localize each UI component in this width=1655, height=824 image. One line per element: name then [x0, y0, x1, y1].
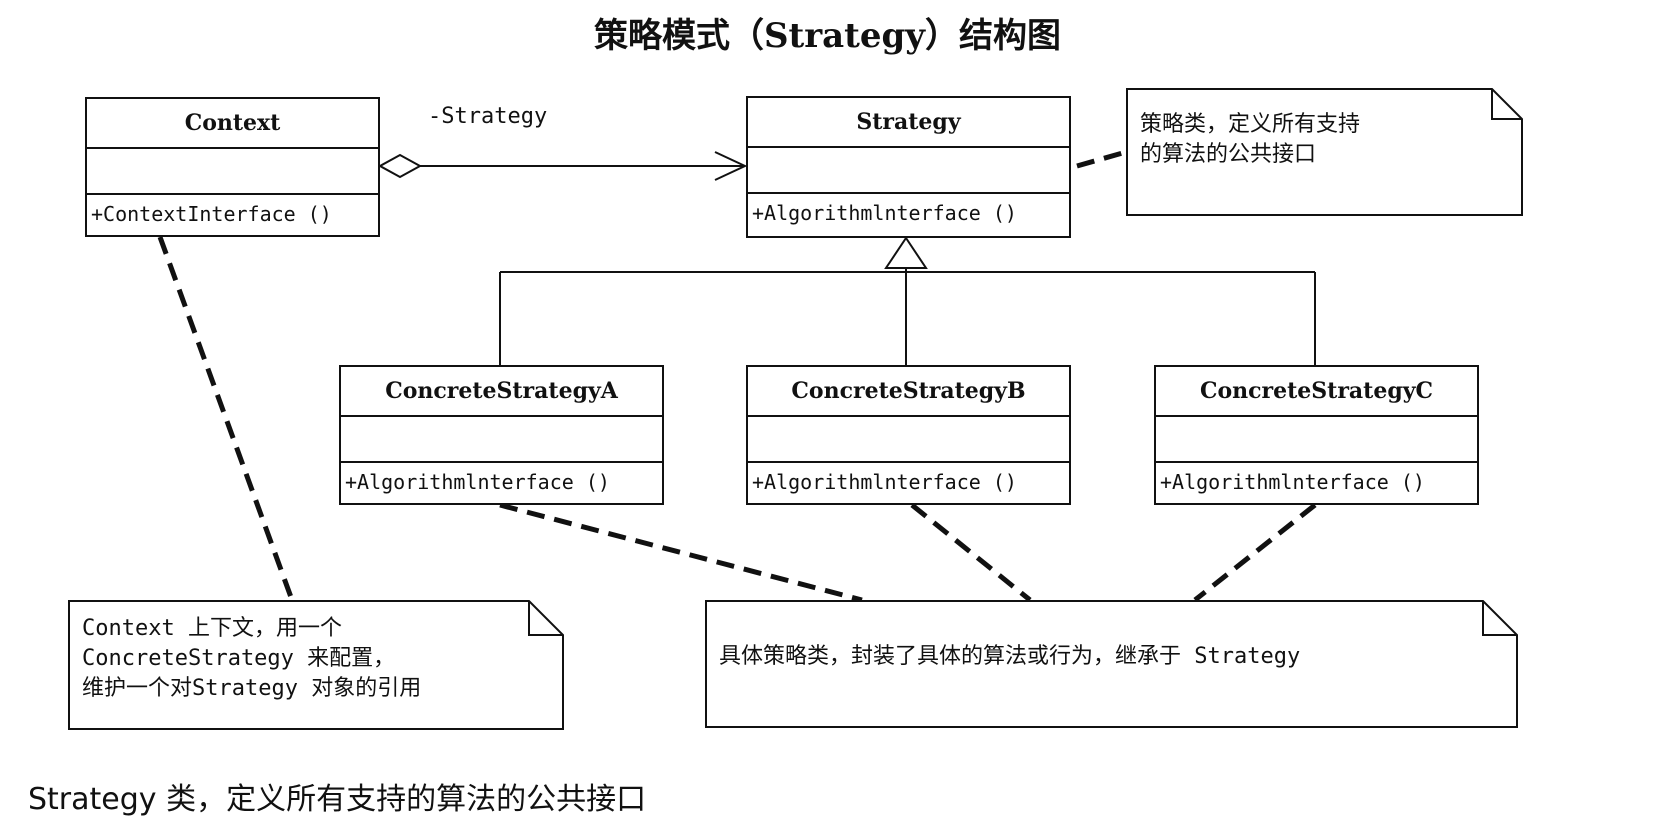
note-frame [705, 600, 1518, 728]
class-operation: +Algorithmlnterface () [345, 470, 610, 494]
inheritance-triangle-icon [884, 236, 928, 269]
class-operation: +Algorithmlnterface () [752, 201, 1017, 225]
class-name: ConcreteStrategyA [341, 367, 662, 417]
class-name: ConcreteStrategyB [748, 367, 1069, 417]
note-line: Context 上下文，用一个 [82, 616, 342, 641]
note-frame [68, 600, 564, 730]
aggregation-diamond-icon [377, 153, 423, 179]
class-concrete-strategy-c: ConcreteStrategyC +Algorithmlnterface () [1154, 365, 1479, 505]
note-anchor-concrete-c [1193, 503, 1317, 602]
class-name: Context [87, 99, 378, 149]
note-line: 维护一个对Strategy 对象的引用 [82, 676, 422, 701]
note-line: ConcreteStrategy 来配置， [82, 646, 396, 671]
association-label: -Strategy [428, 104, 548, 129]
class-operation: +ContextInterface () [91, 202, 332, 226]
class-context: Context +ContextInterface () [85, 97, 380, 237]
note-strategy: 策略类，定义所有支持 的算法的公共接口 [1126, 88, 1523, 216]
note-anchor-concrete-b [910, 503, 1032, 602]
class-attributes [748, 148, 1069, 194]
note-frame [1126, 88, 1523, 216]
note-line: 策略类，定义所有支持 [1140, 112, 1361, 137]
note-context: Context 上下文，用一个 ConcreteStrategy 来配置， 维护… [68, 600, 564, 730]
note-concrete-strategies: 具体策略类，封装了具体的算法或行为，继承于 Strategy [705, 600, 1518, 728]
class-strategy: Strategy +Algorithmlnterface () [746, 96, 1071, 238]
class-attributes [341, 417, 662, 463]
class-attributes [1156, 417, 1477, 463]
note-anchor-context [157, 236, 295, 601]
note-line: 具体策略类，封装了具体的算法或行为，继承于 Strategy [719, 644, 1301, 669]
class-operation: +Algorithmlnterface () [752, 470, 1017, 494]
diagram-title: 策略模式（Strategy）结构图 [593, 16, 1062, 56]
class-concrete-strategy-a: ConcreteStrategyA +Algorithmlnterface () [339, 365, 664, 505]
note-line: 的算法的公共接口 [1140, 142, 1317, 167]
class-attributes [748, 417, 1069, 463]
association-arrow-icon [714, 151, 748, 181]
class-name: ConcreteStrategyC [1156, 367, 1477, 417]
class-operation: +Algorithmlnterface () [1160, 470, 1425, 494]
caption: Strategy 类，定义所有支持的算法的公共接口 [28, 782, 647, 817]
class-name: Strategy [748, 98, 1069, 148]
class-attributes [87, 149, 378, 195]
note-anchor-strategy [1076, 149, 1127, 169]
class-concrete-strategy-b: ConcreteStrategyB +Algorithmlnterface () [746, 365, 1071, 505]
note-anchor-concrete-a [499, 502, 863, 603]
